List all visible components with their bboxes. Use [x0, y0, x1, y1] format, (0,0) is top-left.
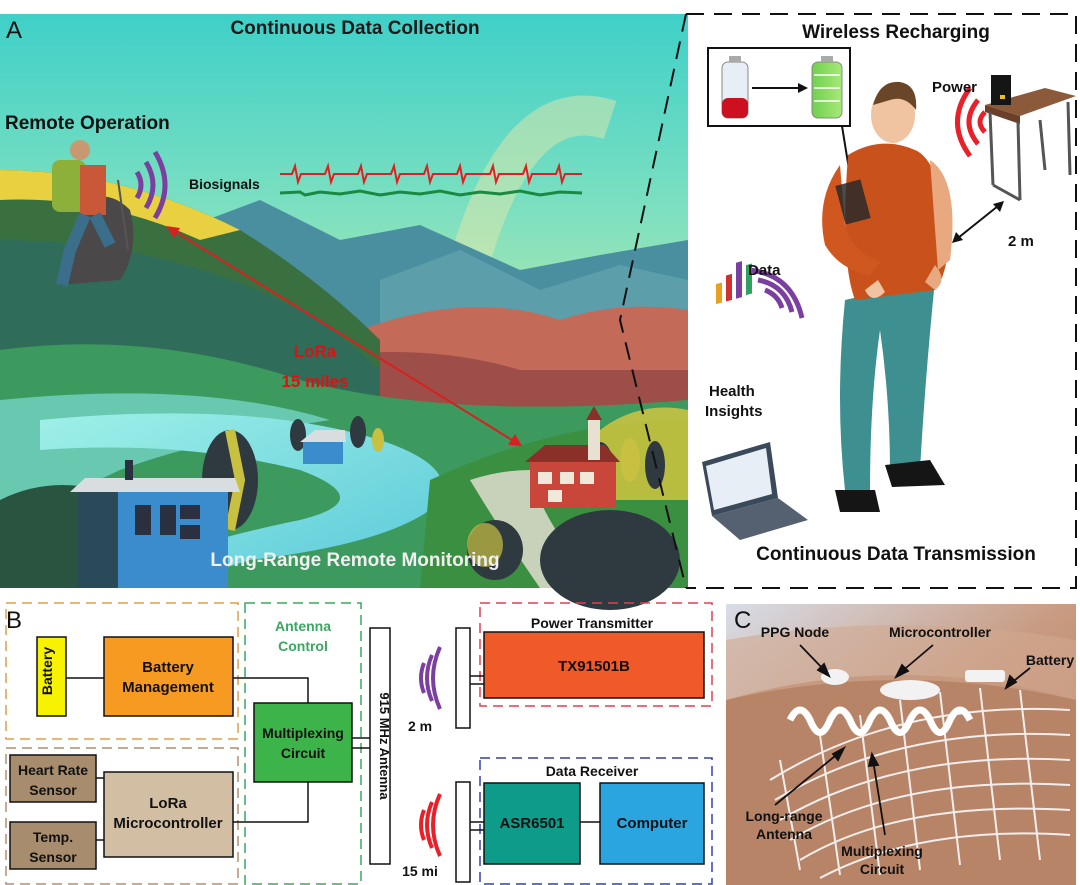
battery-block-label: Battery: [39, 647, 55, 695]
power-transmitter-frame: [479, 602, 713, 707]
battery-photo-label: Battery: [1026, 652, 1074, 668]
computer-label: Computer: [617, 815, 688, 832]
lora-label: LoRa: [294, 342, 337, 361]
two-meter-arrow: [952, 201, 1004, 243]
antenna-block-label: 915 MHz Antenna: [377, 692, 392, 800]
microcontroller-label: Microcontroller: [889, 624, 991, 640]
charging-desk: [985, 75, 1076, 202]
data-receiver-frame: [479, 757, 713, 885]
lora-link-arrow: [166, 226, 522, 446]
biosignal-traces: [279, 162, 583, 197]
heart-rate-line1: Heart Rate: [18, 762, 88, 778]
collection-title: Continuous Data Collection: [230, 18, 479, 39]
rx-chip-label: ASR6501: [499, 815, 564, 832]
power-label: Power: [932, 79, 977, 96]
power-group-frame: [5, 602, 239, 740]
heart-rate-line2: Sensor: [29, 782, 77, 798]
lora-mc-line1: LoRa: [149, 795, 187, 812]
remote-monitoring-label: Long-Range Remote Monitoring: [210, 550, 499, 571]
sensing-group-frame: [5, 747, 239, 885]
computer-block: [599, 782, 705, 865]
health-insights-line1: Health: [709, 383, 755, 400]
continuous-transmission-label: Continuous Data Transmission: [756, 544, 1036, 565]
health-insights-line2: Insights: [705, 403, 763, 420]
laptop-illustration: [702, 261, 808, 540]
wearer-figure: [822, 81, 953, 512]
antenna-photo-line1: Long-range: [746, 808, 823, 824]
data-waves: [749, 267, 805, 319]
multiplexing-line2: Circuit: [281, 745, 326, 761]
block-connections: [58, 675, 600, 841]
rx-chip-block: [483, 782, 581, 865]
ppg-node-label: PPG Node: [761, 624, 830, 640]
panel-c-letter: C: [734, 607, 751, 634]
battery-block: [36, 636, 67, 717]
antenna-control-line1: Antenna: [275, 618, 331, 634]
biosignals-label: Biosignals: [189, 176, 260, 192]
temperature-sensor-block: [9, 821, 97, 870]
battery-management-block: [103, 636, 234, 717]
antenna-block: [369, 627, 391, 865]
power-transmitter-title: Power Transmitter: [531, 615, 654, 631]
battery-management-line1: Battery: [142, 659, 194, 676]
battery-charging-inset: [707, 47, 853, 189]
lora-microcontroller-block: [103, 771, 234, 858]
tx-chip-block: [483, 631, 705, 699]
wireless-recharging-title: Wireless Recharging: [802, 22, 990, 43]
lora-range-label: 15 miles: [281, 372, 348, 391]
wireless-panel-frame: [618, 13, 1077, 589]
data-label: Data: [748, 262, 781, 279]
hiker-figure: [52, 140, 134, 287]
battery-management-line2: Management: [122, 679, 214, 696]
mux-photo-line2: Circuit: [860, 861, 905, 877]
data-link-distance: 15 mi: [402, 863, 438, 879]
panel-a-letter: A: [6, 17, 22, 44]
antenna-photo-line2: Antenna: [756, 826, 812, 842]
remote-operation-label: Remote Operation: [5, 113, 170, 134]
device-photo: [726, 604, 1076, 885]
antenna-control-line2: Control: [278, 638, 328, 654]
temperature-line2: Sensor: [29, 849, 77, 865]
mux-photo-line1: Multiplexing: [841, 843, 923, 859]
receiver-antenna: [455, 781, 471, 883]
panel-b-letter: B: [6, 607, 22, 634]
power-waves: [955, 86, 987, 158]
multiplexing-circuit-block: [253, 702, 353, 783]
multiplexing-line1: Multiplexing: [262, 725, 344, 741]
power-link-waves: [419, 646, 442, 710]
landscape-illustration: [0, 14, 688, 610]
tx-chip-label: TX91501B: [558, 658, 630, 675]
photo-callout-arrows: [774, 644, 1031, 836]
hiker-signal-waves: [134, 150, 168, 220]
antenna-control-frame: [244, 602, 362, 885]
heart-rate-sensor-block: [9, 754, 97, 803]
power-link-distance: 2 m: [408, 718, 432, 734]
lora-mc-line2: Microcontroller: [113, 815, 222, 832]
data-receiver-title: Data Receiver: [546, 763, 639, 779]
data-link-waves: [419, 793, 442, 857]
transmitter-antenna: [455, 627, 471, 729]
temperature-line1: Temp.: [33, 829, 73, 845]
two-meter-label: 2 m: [1008, 233, 1034, 250]
